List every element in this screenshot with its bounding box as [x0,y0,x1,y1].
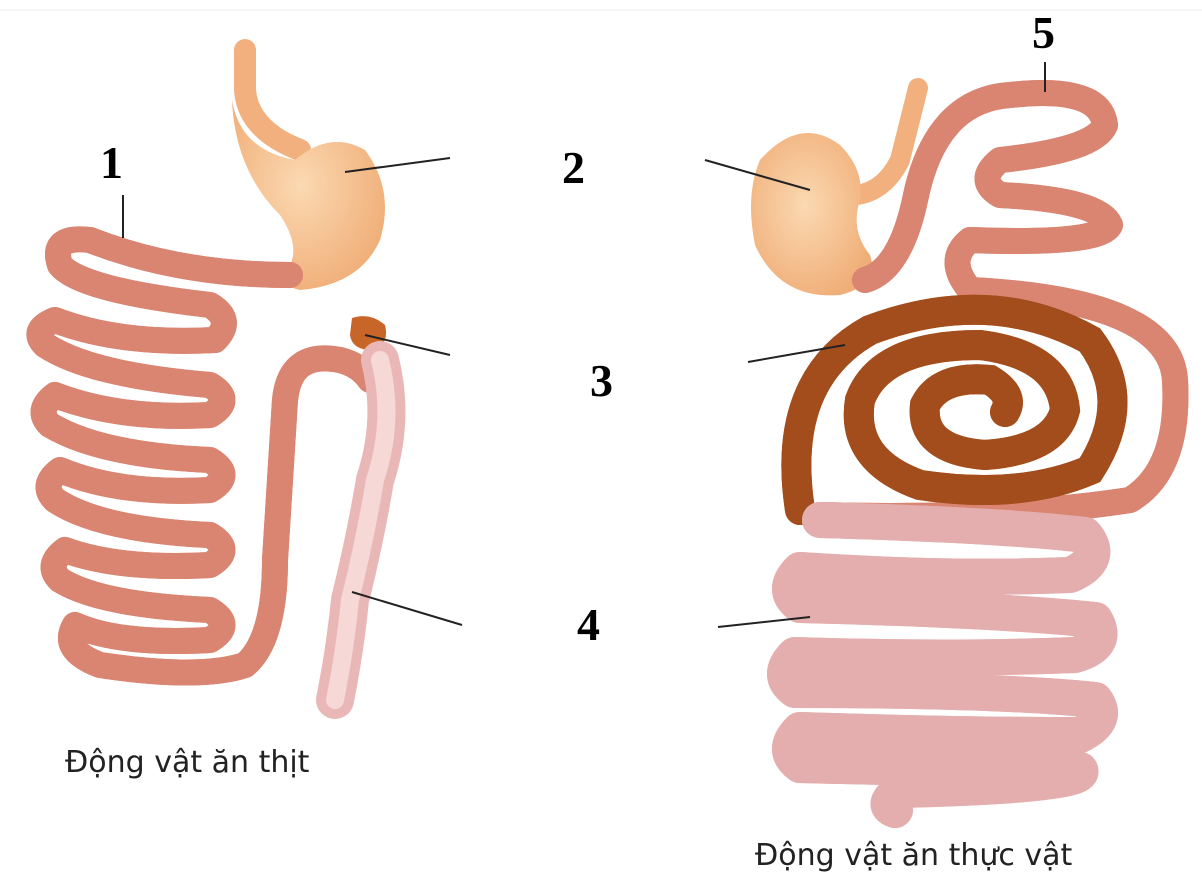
carnivore-esophagus [234,39,311,161]
herbivore-stomach [751,133,872,296]
herbivore-large-intestine [785,502,1100,828]
caption-herbivore: Động vật ăn thực vật [755,838,1073,873]
label-1: 1 [100,137,123,188]
carnivore-small-intestine [39,239,383,672]
carnivore-stomach [232,100,385,290]
caption-carnivore: Động vật ăn thịt [65,745,310,780]
label-2: 2 [562,142,585,193]
carnivore-digestive-tract [39,39,406,719]
herbivore-small-intestine [807,93,1175,516]
label-3: 3 [590,355,613,406]
leader-lines [122,62,1046,628]
label-5: 5 [1032,7,1055,58]
herbivore-caecum [796,310,1112,525]
label-4: 4 [577,599,600,650]
herbivore-digestive-tract [751,78,1175,828]
